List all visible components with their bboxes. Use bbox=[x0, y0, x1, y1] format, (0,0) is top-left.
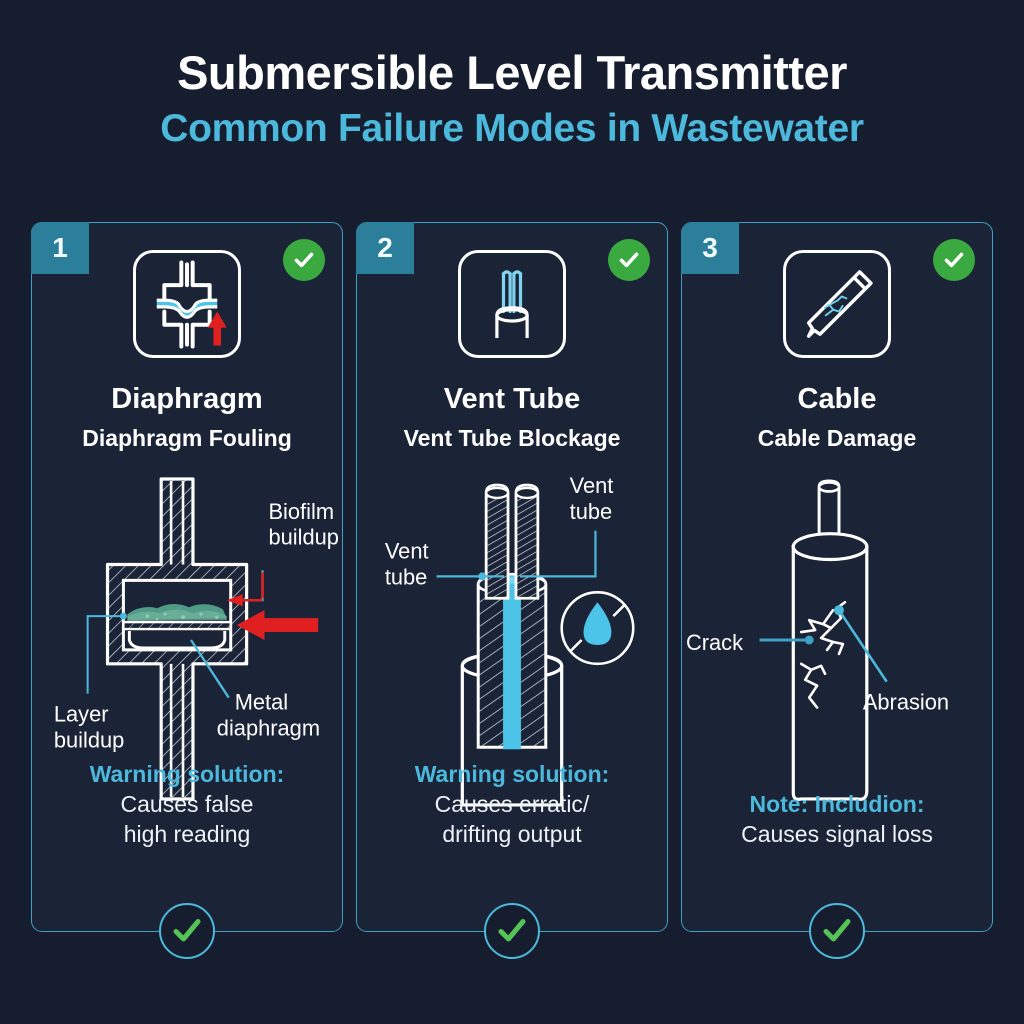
card-title: Cable bbox=[797, 383, 877, 415]
page-title: Submersible Level Transmitter bbox=[177, 46, 847, 99]
footer-heading: Warning solution: bbox=[414, 760, 610, 787]
card-cable-damage[interactable]: 3 Cable Cable Damage bbox=[681, 222, 993, 959]
cable-damage-diagram: Crack Abrasion bbox=[682, 468, 992, 808]
card-vent-tube-blockage[interactable]: 2 Vent Tube Vent Tube Bl bbox=[356, 222, 668, 959]
failure-mode-cards: 1 bbox=[31, 222, 993, 959]
footer-heading: Note: Includion: bbox=[749, 790, 925, 817]
footer-line-2: high reading bbox=[123, 820, 251, 847]
bottom-check-circle-icon bbox=[809, 903, 865, 959]
card-number-badge: 1 bbox=[31, 222, 89, 274]
biofilm-buildup-label-line2: buildup bbox=[268, 525, 338, 550]
footer-heading: Warning solution: bbox=[89, 760, 285, 787]
page-subtitle: Common Failure Modes in Wastewater bbox=[160, 106, 864, 150]
metal-diaphragm-label-line2: diaphragm bbox=[217, 715, 320, 740]
bottom-check-circle-icon bbox=[484, 903, 540, 959]
footer-line-1: Causes signal loss bbox=[741, 820, 933, 847]
card-diaphragm-fouling[interactable]: 1 bbox=[31, 222, 343, 959]
card-number-badge: 2 bbox=[356, 222, 414, 274]
footer-line-2: drifting output bbox=[442, 820, 582, 847]
vent-tube-left-label-line1: Vent bbox=[385, 539, 429, 564]
layer-buildup-label-line2: buildup bbox=[54, 727, 124, 752]
vent-tube-blockage-diagram: Vent tube Vent tube bbox=[357, 468, 667, 808]
card-number-badge: 3 bbox=[681, 222, 739, 274]
card-subtitle: Cable Damage bbox=[757, 425, 917, 451]
page-header: Submersible Level Transmitter Common Fai… bbox=[0, 0, 1024, 151]
check-circle-icon bbox=[933, 239, 975, 281]
card-footer: Warning solution: Causes false high read… bbox=[32, 760, 342, 848]
bottom-check-circle-icon bbox=[159, 903, 215, 959]
check-circle-icon bbox=[608, 239, 650, 281]
check-circle-icon bbox=[283, 239, 325, 281]
vent-tube-right-label-line1: Vent bbox=[570, 473, 614, 498]
abrasion-label: Abrasion bbox=[863, 690, 949, 715]
crack-label: Crack bbox=[686, 630, 743, 655]
diaphragm-icon bbox=[133, 250, 241, 358]
card-subtitle: Vent Tube Blockage bbox=[403, 425, 621, 451]
vent-tube-left-label-line2: tube bbox=[385, 564, 428, 589]
vent-tube-right-label-line2: tube bbox=[570, 499, 613, 524]
water-drop-blocked-icon bbox=[560, 591, 635, 666]
biofilm-buildup-label-line1: Biofilm bbox=[268, 499, 334, 524]
layer-buildup-label-line1: Layer bbox=[54, 701, 109, 726]
card-subtitle: Diaphragm Fouling bbox=[82, 425, 292, 451]
vent-tube-icon bbox=[458, 250, 566, 358]
card-footer: Note: Includion: Causes signal loss bbox=[682, 790, 992, 848]
damaged-cable-icon bbox=[783, 250, 891, 358]
footer-line-1: Causes erratic/ bbox=[434, 790, 590, 817]
card-footer: Warning solution: Causes erratic/ drifti… bbox=[357, 760, 667, 848]
diaphragm-fouling-diagram: Biofilm buildup Layer buildup Metal diap… bbox=[32, 468, 342, 808]
footer-line-1: Causes false bbox=[120, 790, 254, 817]
card-title: Diaphragm bbox=[111, 383, 263, 415]
card-title: Vent Tube bbox=[443, 383, 581, 415]
metal-diaphragm-label-line1: Metal bbox=[235, 690, 288, 715]
